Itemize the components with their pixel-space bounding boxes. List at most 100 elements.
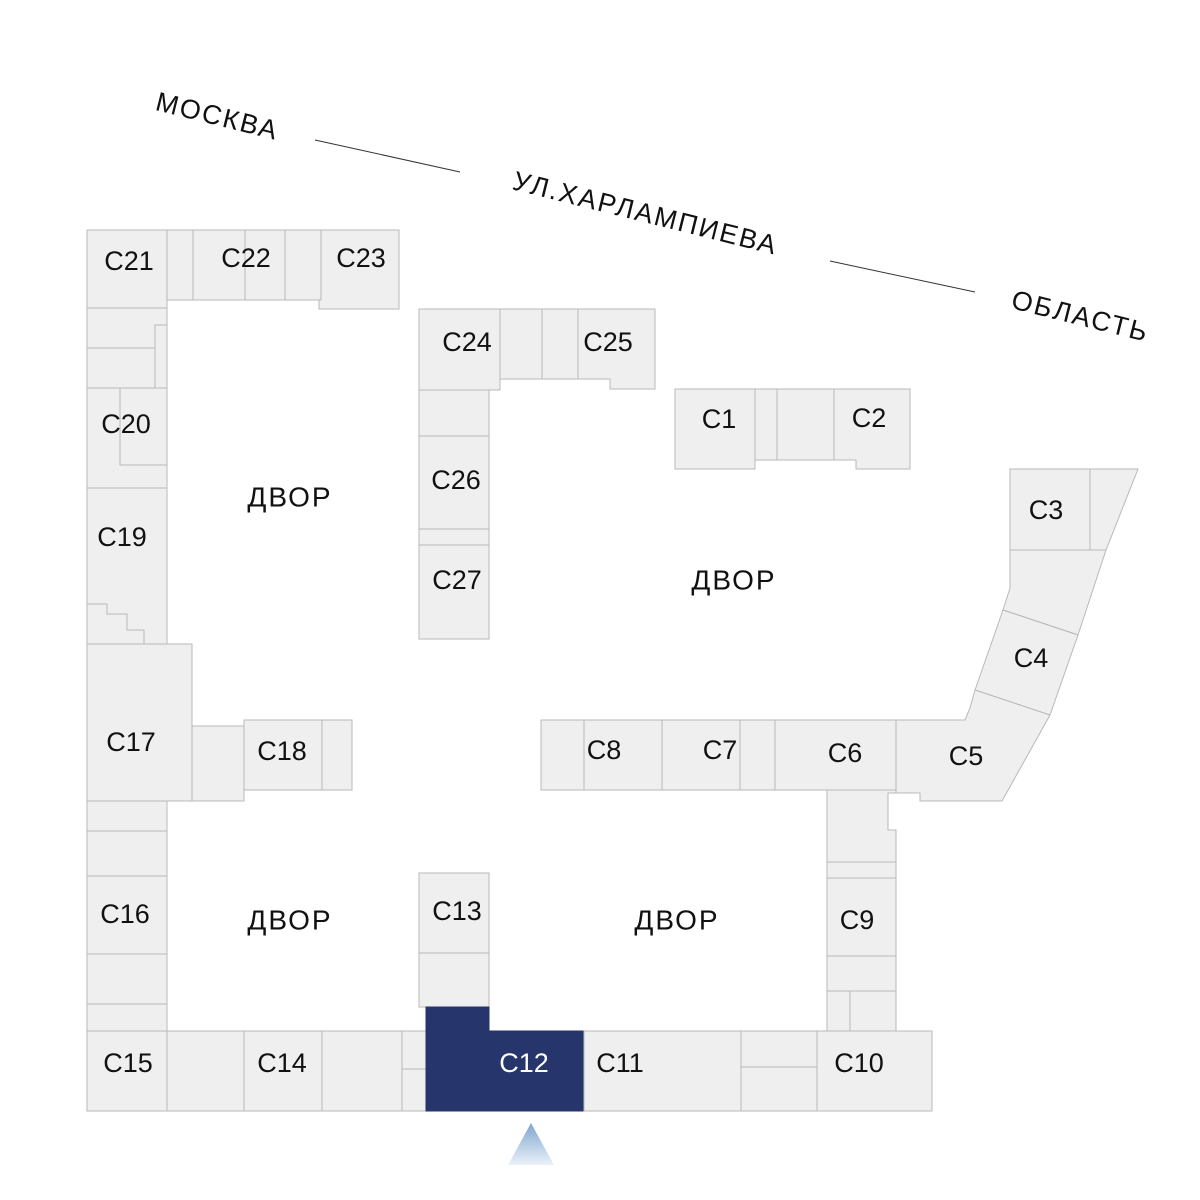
building-north-east <box>674 388 911 470</box>
unit-block <box>418 528 490 546</box>
unit-c5[interactable] <box>895 689 1051 802</box>
street-line <box>314 139 461 173</box>
street-label-moscow: МОСКВА <box>153 86 282 146</box>
unit-block <box>86 830 168 877</box>
unit-labels: С21 С22 С23 С24 С25 С1 С2 С20 С26 С3 С19… <box>97 243 1063 1078</box>
unit-block <box>166 1030 245 1112</box>
unit-c9[interactable] <box>826 877 897 957</box>
unit-label-c24: С24 <box>442 327 492 357</box>
building-central-north <box>418 308 656 640</box>
courtyard-label: ДВОР <box>247 904 332 935</box>
unit-block <box>826 861 897 879</box>
unit-block <box>1089 468 1139 551</box>
unit-divider <box>87 603 145 644</box>
unit-label-c7: С7 <box>703 735 738 765</box>
unit-label-c13: С13 <box>432 896 482 926</box>
unit-block <box>401 1030 427 1070</box>
unit-divider <box>119 388 167 466</box>
unit-c15[interactable] <box>86 1030 168 1112</box>
unit-label-c16: С16 <box>100 899 150 929</box>
unit-c26[interactable] <box>418 435 490 530</box>
unit-label-c5: С5 <box>949 741 984 771</box>
unit-block <box>321 1030 403 1112</box>
unit-label-c2: С2 <box>852 403 887 433</box>
unit-block <box>86 347 156 389</box>
unit-block <box>754 388 778 461</box>
unit-label-c8: С8 <box>587 735 622 765</box>
unit-block <box>321 719 353 791</box>
unit-block <box>849 990 897 1032</box>
unit-block <box>284 229 322 301</box>
building-central-east <box>540 719 897 1032</box>
unit-block <box>826 789 897 863</box>
unit-c27[interactable] <box>418 544 490 640</box>
unit-label-c15: С15 <box>103 1048 153 1078</box>
unit-block <box>541 308 579 380</box>
unit-block <box>776 388 835 461</box>
unit-label-c27: С27 <box>432 565 482 595</box>
unit-c1[interactable] <box>674 388 756 470</box>
building-south-wing <box>86 1006 933 1112</box>
unit-block <box>418 389 490 437</box>
street-line <box>829 260 976 293</box>
building-west-wing <box>86 229 400 1032</box>
unit-label-c23: С23 <box>336 243 386 273</box>
courtyard-label: ДВОР <box>691 564 776 595</box>
unit-label-c4: С4 <box>1014 643 1049 673</box>
unit-block <box>739 719 776 791</box>
unit-block <box>740 1030 818 1068</box>
unit-block <box>740 1066 818 1112</box>
unit-c7[interactable] <box>661 719 741 791</box>
unit-label-c20: С20 <box>101 409 151 439</box>
unit-label-c11: С11 <box>596 1048 644 1078</box>
unit-c2[interactable] <box>833 388 911 470</box>
building-central-south <box>418 872 490 1008</box>
unit-label-c26: С26 <box>431 465 481 495</box>
unit-c25[interactable] <box>577 308 656 390</box>
unit-c24[interactable] <box>418 308 501 391</box>
building-east-wing <box>895 468 1139 802</box>
unit-label-c12: С12 <box>499 1048 549 1078</box>
unit-c16[interactable] <box>86 875 168 955</box>
unit-block <box>154 324 168 389</box>
courtyard-labels: ДВОР ДВОР ДВОР ДВОР <box>247 481 776 935</box>
unit-c14[interactable] <box>243 1030 323 1112</box>
unit-c23[interactable] <box>318 229 400 310</box>
unit-c18[interactable] <box>243 719 323 791</box>
street-label-name: УЛ.ХАРЛАМПИЕВА <box>510 166 781 261</box>
unit-block <box>401 1068 427 1112</box>
unit-label-c14: С14 <box>257 1048 307 1078</box>
unit-label-c1: С1 <box>702 404 737 434</box>
unit-label-c3: С3 <box>1029 495 1064 525</box>
unit-c21[interactable] <box>86 229 168 309</box>
unit-label-c18: С18 <box>257 736 307 766</box>
unit-block <box>499 308 543 380</box>
unit-block <box>86 1003 168 1032</box>
courtyard-label: ДВОР <box>634 904 719 935</box>
unit-block <box>86 953 168 1005</box>
unit-block <box>166 229 194 301</box>
unit-c8[interactable] <box>583 719 663 791</box>
unit-label-c22: С22 <box>221 243 271 273</box>
unit-c11[interactable] <box>583 1030 742 1112</box>
unit-block <box>826 990 851 1032</box>
unit-c13[interactable] <box>418 872 490 954</box>
unit-c10[interactable] <box>816 1030 933 1112</box>
street-label-region: ОБЛАСТЬ <box>1009 285 1153 348</box>
unit-c17[interactable] <box>86 643 193 802</box>
entrance-arrow-icon <box>508 1123 554 1165</box>
unit-c20[interactable] <box>86 387 168 489</box>
unit-block <box>191 725 245 802</box>
unit-label-c10: С10 <box>834 1048 884 1078</box>
unit-label-c21: С21 <box>104 246 154 276</box>
unit-block <box>826 955 897 992</box>
courtyard-label: ДВОР <box>247 481 332 512</box>
unit-label-c9: С9 <box>840 905 875 935</box>
unit-block <box>86 307 168 349</box>
unit-label-c19: С19 <box>97 522 147 552</box>
unit-block <box>418 952 490 1008</box>
unit-c22[interactable] <box>192 229 286 301</box>
unit-c6[interactable] <box>774 719 897 791</box>
unit-label-c25: С25 <box>583 327 633 357</box>
